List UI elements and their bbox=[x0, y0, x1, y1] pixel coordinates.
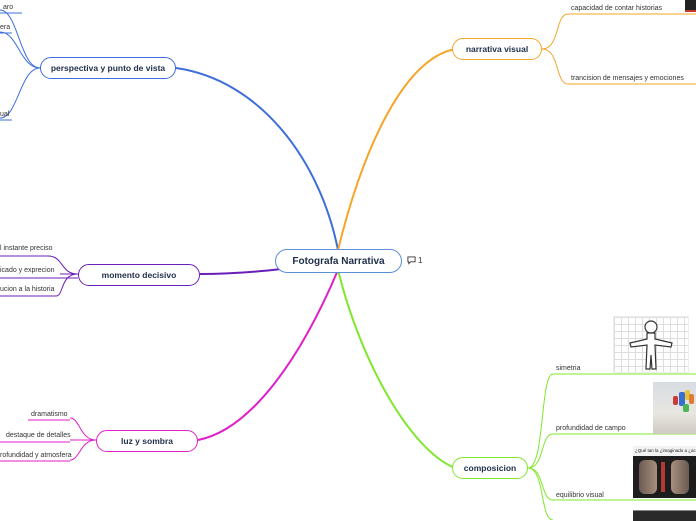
perspectiva-item-1[interactable]: aro bbox=[3, 4, 14, 11]
comment-indicator[interactable]: 1 bbox=[407, 256, 422, 265]
figurine-yellow bbox=[685, 390, 690, 400]
luz-item-1[interactable]: dramatismo bbox=[31, 411, 68, 418]
figurine-red bbox=[673, 396, 678, 405]
narrativa-thumbnail[interactable] bbox=[685, 0, 696, 12]
narrativa-item-2[interactable]: trancision de mensajes y emociones bbox=[571, 75, 684, 82]
simetria-thumbnail[interactable] bbox=[613, 316, 689, 373]
figurine-green bbox=[683, 404, 689, 412]
link-perspectiva bbox=[175, 67, 339, 251]
branch-perspectiva[interactable]: perspectiva y punto de vista bbox=[40, 57, 176, 79]
accent-red bbox=[661, 462, 665, 492]
perspectiva-item-2[interactable]: era bbox=[0, 24, 11, 31]
branch-luz-label: luz y sombra bbox=[121, 436, 173, 446]
equilibrio-caption: ¿Qué tan la ¿imaginado a ¿acción bbox=[633, 446, 696, 456]
link-composicion bbox=[337, 269, 456, 469]
composicion-item-3[interactable]: equilibrio visual bbox=[556, 492, 604, 499]
central-topic[interactable]: Fotografa Narrativa bbox=[275, 249, 402, 273]
momento-item-2[interactable]: icado y exprecion bbox=[0, 267, 55, 274]
branch-luz[interactable]: luz y sombra bbox=[96, 430, 198, 452]
figure-icon bbox=[629, 320, 673, 370]
narrativa-item-1[interactable]: capacidad de contar historias bbox=[571, 5, 663, 12]
comment-icon bbox=[407, 256, 416, 265]
perspectiva-item-3[interactable]: ual bbox=[0, 111, 10, 118]
momento-item-3[interactable]: ucion a la historia bbox=[0, 286, 55, 293]
composicion-item-2[interactable]: profundidad de campo bbox=[556, 425, 626, 432]
branch-narrativa[interactable]: narrativa visual bbox=[452, 38, 542, 60]
figurine-blue bbox=[679, 392, 685, 406]
figurine-orange bbox=[689, 394, 694, 404]
branch-perspectiva-label: perspectiva y punto de vista bbox=[50, 63, 166, 73]
branch-momento[interactable]: momento decisivo bbox=[78, 264, 200, 286]
face-right bbox=[671, 460, 689, 494]
link-narrativa bbox=[337, 48, 456, 251]
central-topic-label: Fotografa Narrativa bbox=[292, 255, 385, 267]
composicion-extra-thumbnail[interactable] bbox=[633, 510, 696, 521]
profundidad-thumbnail[interactable] bbox=[653, 382, 696, 434]
branch-composicion[interactable]: composicion bbox=[452, 457, 528, 479]
equilibrio-thumbnail[interactable]: ¿Qué tan la ¿imaginado a ¿acción bbox=[633, 446, 696, 498]
momento-item-1[interactable]: l instante preciso bbox=[0, 245, 53, 252]
branch-narrativa-label: narrativa visual bbox=[465, 44, 529, 54]
branch-momento-label: momento decisivo bbox=[101, 270, 177, 280]
composicion-item-1[interactable]: simetria bbox=[556, 365, 581, 372]
comment-count: 1 bbox=[418, 256, 423, 265]
link-luz bbox=[197, 269, 339, 441]
luz-item-2[interactable]: destaque de detalles bbox=[6, 432, 71, 439]
branch-composicion-label: composicion bbox=[463, 463, 517, 473]
luz-item-3[interactable]: rofundidad y atmosfera bbox=[0, 452, 72, 459]
face-left bbox=[639, 460, 657, 494]
